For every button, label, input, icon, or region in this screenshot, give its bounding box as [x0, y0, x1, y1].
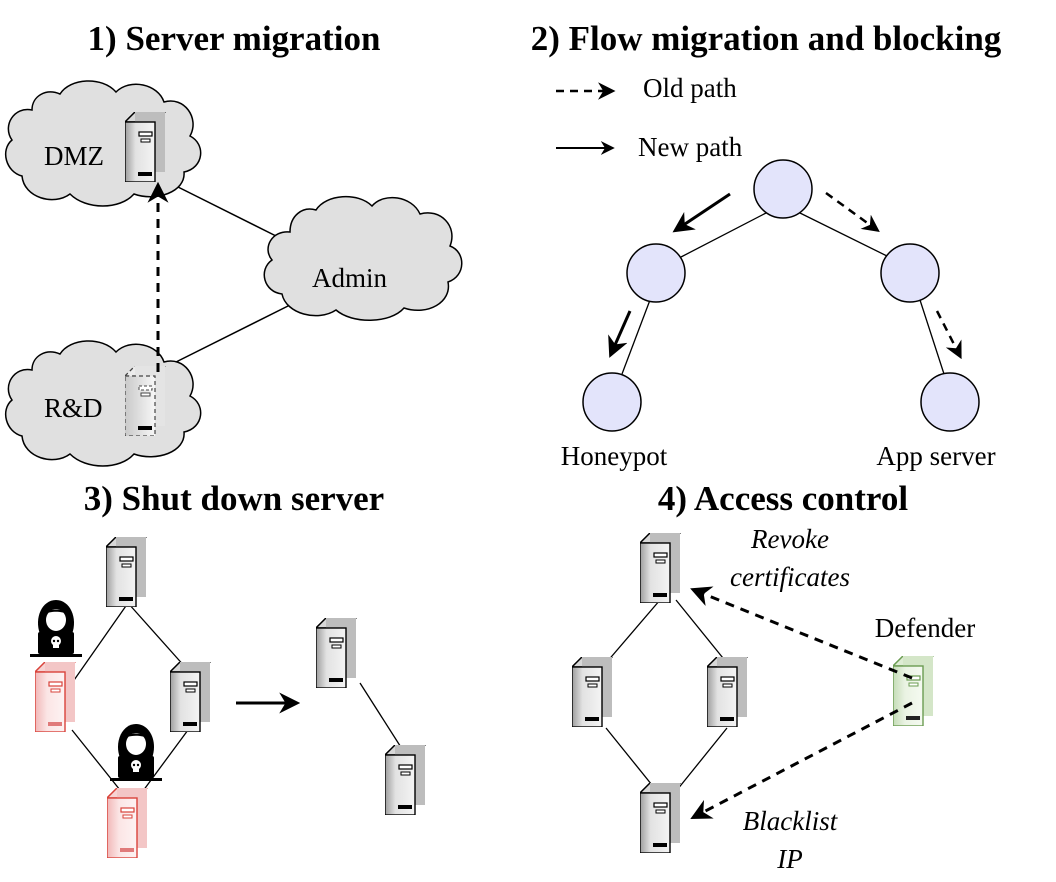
edge-ac-left-bottom	[605, 727, 657, 791]
new-path-arrow-2	[608, 310, 632, 358]
honeypot-label: Honeypot	[561, 441, 668, 471]
rnd-label: R&D	[44, 393, 103, 423]
new-path-arrow-1	[672, 192, 731, 233]
rnd-cloud-icon	[4, 340, 202, 467]
ac-server-left-icon	[572, 657, 613, 727]
ac-server-bottom-icon	[640, 783, 681, 853]
panel-access-control: 4) Access control Revoke certificates De…	[572, 479, 975, 874]
link-dmz-admin	[167, 181, 281, 239]
defender-server-icon	[893, 656, 934, 726]
revoke-arrow	[690, 586, 913, 680]
right-node	[880, 243, 940, 303]
legend-old-path-label: Old path	[643, 73, 737, 103]
server-top-icon	[106, 537, 147, 607]
server-right-icon	[170, 662, 211, 732]
old-path-arrow-1	[825, 191, 880, 233]
blacklist-label-line1: Blacklist	[743, 806, 839, 836]
edge-right-bottom	[139, 729, 189, 796]
dmz-server-icon	[125, 112, 166, 182]
panel-shut-down: 3) Shut down server	[30, 479, 426, 858]
blacklist-label-line2: IP	[776, 844, 802, 874]
old-path-arrow-2	[935, 310, 962, 360]
defender-label: Defender	[875, 613, 975, 643]
dmz-label: DMZ	[44, 141, 104, 171]
edge-root-right	[799, 212, 890, 258]
edge-ac-top-left	[605, 599, 661, 664]
compromised-server-bottom-icon	[107, 788, 148, 858]
revoke-label-line1: Revoke	[750, 524, 829, 554]
edge-top-left	[71, 602, 129, 684]
panel-flow-migration: 2) Flow migration and blocking Old path …	[531, 19, 1002, 471]
edge-left-bottom	[71, 729, 125, 796]
hacker-icon-2	[110, 724, 162, 781]
legend-new-path-label: New path	[638, 132, 743, 162]
edge-root-left	[680, 212, 767, 258]
rnd-ghost-server-icon	[125, 366, 166, 436]
panel1-title: 1) Server migration	[88, 19, 381, 58]
edge-ac-right-bottom	[676, 727, 728, 791]
remaining-server-top-icon	[316, 618, 357, 688]
revoke-label-line2: certificates	[730, 562, 850, 592]
admin-label: Admin	[312, 263, 388, 293]
panel3-title: 3) Shut down server	[84, 479, 384, 518]
panel2-title: 2) Flow migration and blocking	[531, 19, 1002, 58]
edge-ac-top-right	[675, 599, 728, 664]
edge-right-app	[919, 299, 945, 375]
admin-cloud-icon	[263, 195, 463, 321]
edge-top-right	[127, 602, 187, 669]
left-node	[626, 243, 686, 303]
edge-left-honeypot	[621, 299, 651, 375]
remaining-server-bottom-icon	[385, 745, 426, 815]
root-node	[753, 159, 813, 219]
compromised-server-left-icon	[35, 662, 76, 732]
ac-server-right-icon	[707, 657, 748, 727]
app-server-node	[920, 372, 980, 432]
honeypot-node	[582, 372, 642, 432]
panel4-title: 4) Access control	[658, 479, 908, 518]
edge-remaining	[359, 682, 405, 753]
app-server-label: App server	[876, 441, 995, 471]
ac-server-top-icon	[640, 533, 681, 603]
hacker-icon	[30, 600, 82, 657]
panel-server-migration: 1) Server migration DMZ Admin R&D	[4, 19, 463, 467]
link-rnd-admin	[167, 304, 291, 367]
